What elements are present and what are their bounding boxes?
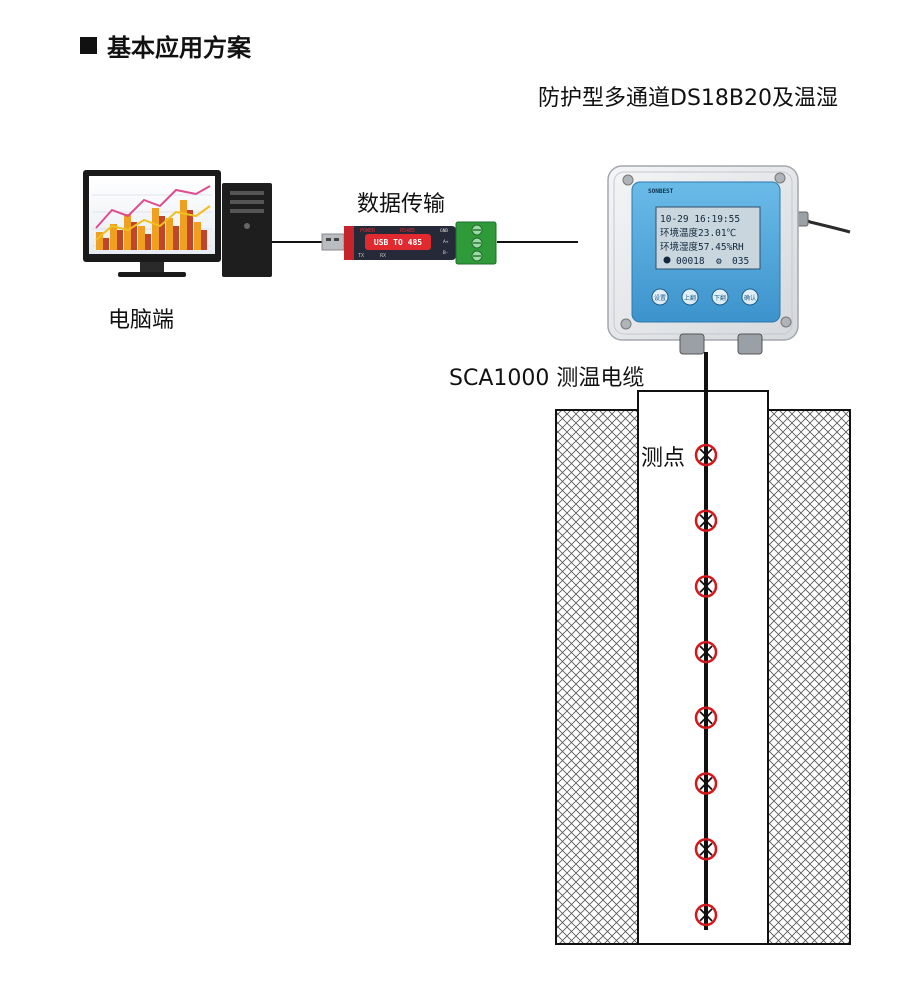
section-title-text: 基本应用方案 (107, 34, 251, 62)
converter-pin-gnd: GND (440, 228, 448, 234)
soil-left (555, 409, 639, 945)
square-bullet-icon (80, 37, 97, 54)
transmitter-device: SONBEST 10-29 16:19:55 环境温度23.01℃ 环境湿度57… (607, 165, 851, 355)
transfer-label: 数据传输 (357, 192, 446, 217)
device-button-4 (741, 288, 759, 306)
section-title: 基本应用方案 (80, 28, 251, 63)
device-button-3-label: 下翻 (714, 294, 726, 302)
borehole (637, 390, 769, 945)
computer-label: 电脑端 (108, 308, 175, 333)
probe-point-2 (694, 509, 718, 532)
probe-point-7 (694, 837, 718, 861)
lcd-dot-icon (663, 256, 671, 264)
usb-to-485-converter: USB TO 485 POWER RS485 TX RX GND A+ B- (321, 221, 497, 265)
probe-point-1 (694, 443, 718, 467)
device-button-2 (681, 288, 699, 306)
device-brand: SONBEST (648, 188, 674, 195)
cable-label: SCA1000 测温电缆 (449, 366, 645, 391)
probe-label: 测点 (641, 446, 686, 471)
lcd-gear-icon: ⚙ (715, 256, 722, 267)
device-button-2-label: 上翻 (684, 294, 696, 302)
lcd-line-2: 环境温度23.01℃ (660, 227, 737, 239)
converter-pin-a: A+ (443, 239, 449, 245)
soil-right (767, 409, 851, 945)
lcd-line-3: 环境湿度57.45%RH (660, 241, 744, 253)
converter-power-label: POWER (360, 228, 376, 234)
converter-rx-label: RX (380, 253, 386, 259)
lcd-line-4b: 035 (732, 256, 749, 267)
device-button-1 (651, 288, 669, 306)
lcd-line-4a: 00018 (676, 256, 705, 267)
probe-points (694, 443, 718, 927)
probe-point-4 (694, 640, 718, 664)
probe-point-6 (694, 772, 718, 795)
computer-tower-icon (222, 183, 272, 277)
converter-model-label: RS485 (400, 228, 415, 234)
device-title: 防护型多通道DS18B20及温湿 (538, 86, 838, 111)
lcd-line-1: 10-29 16:19:55 (660, 214, 740, 225)
device-button-1-label: 设置 (654, 294, 666, 302)
device-button-4-label: 确认 (744, 294, 756, 302)
converter-pin-b: B- (443, 250, 448, 256)
probe-point-5 (694, 706, 718, 730)
converter-text: USB TO 485 (374, 238, 422, 247)
probe-point-8 (694, 903, 718, 927)
computer-icon (83, 170, 221, 277)
converter-tx-label: TX (358, 253, 364, 259)
probe-point-3 (694, 575, 718, 598)
device-button-3 (711, 288, 729, 306)
